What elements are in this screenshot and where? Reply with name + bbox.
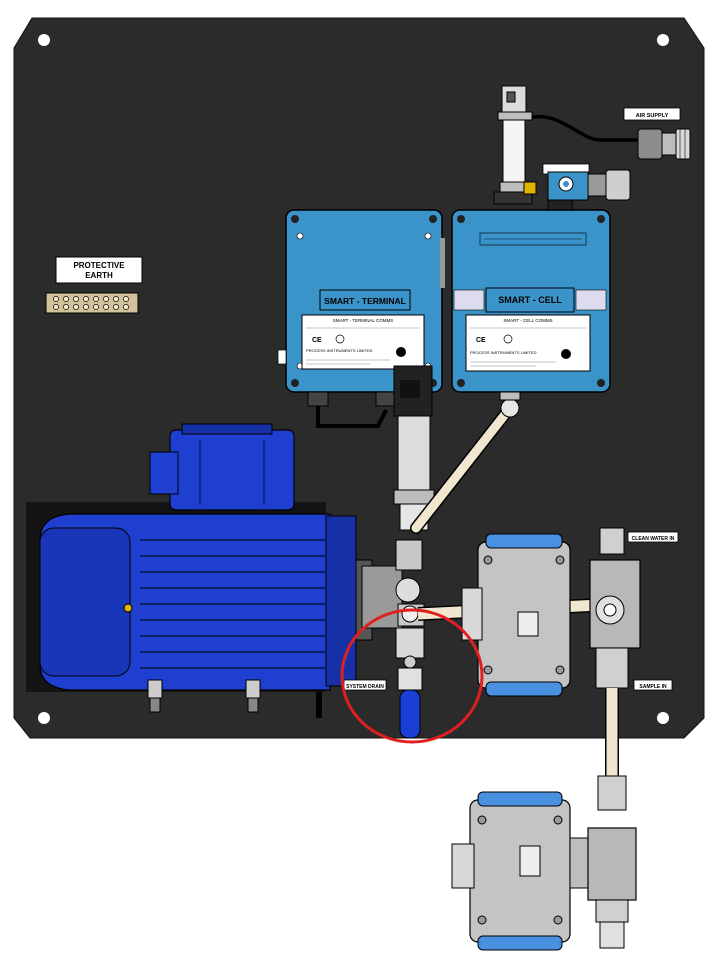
system-drain-text: SYSTEM DRAIN bbox=[346, 684, 384, 690]
air-supply-connector bbox=[637, 128, 691, 160]
smart-terminal-title: SMART - TERMINAL bbox=[324, 296, 406, 306]
sample-in-text: SAMPLE IN bbox=[639, 684, 667, 690]
mounting-hole-top-right bbox=[657, 34, 669, 46]
pressure-transmitter bbox=[393, 365, 435, 531]
sample-in-label: SAMPLE IN bbox=[633, 679, 673, 691]
mounting-hole-bottom-right bbox=[657, 712, 669, 724]
motor-base-bracket bbox=[316, 692, 322, 718]
lower-valve-body bbox=[587, 827, 637, 949]
pneumatic-actuator-upper bbox=[461, 533, 571, 697]
sample-pipe-vertical bbox=[597, 688, 627, 811]
mounting-hole-bottom-left bbox=[38, 712, 50, 724]
air-supply-text: AIR SUPPLY bbox=[636, 113, 669, 119]
smart-terminal-maker: PROCESS INSTRUMENTS LIMITED bbox=[306, 348, 373, 353]
smart-cell-maker: PROCESS INSTRUMENTS LIMITED bbox=[470, 350, 537, 355]
smart-cell-title: SMART - CELL bbox=[498, 295, 562, 305]
enclosure-hinge bbox=[440, 238, 445, 288]
clean-water-in-text: CLEAN WATER IN bbox=[632, 536, 675, 542]
air-supply-cable bbox=[527, 114, 640, 142]
flow-cell-block bbox=[589, 527, 641, 689]
electric-motor bbox=[39, 423, 373, 713]
protective-earth-line1: PROTECTIVE bbox=[73, 261, 125, 270]
air-supply-label: AIR SUPPLY bbox=[623, 107, 681, 121]
system-drain-label: SYSTEM DRAIN bbox=[343, 679, 387, 691]
protective-earth-line2: EARTH bbox=[85, 271, 113, 280]
smart-terminal-subtitle: SMART - TERMINAL COMMS bbox=[333, 318, 394, 323]
smart-cell-enclosure: SMART - CELL SMART - CELL COMMS CE PROCE… bbox=[451, 209, 611, 393]
clean-water-in-label: CLEAN WATER IN bbox=[627, 531, 679, 543]
pneumatic-actuator-lower bbox=[451, 791, 591, 951]
cell-return-tube bbox=[410, 391, 521, 534]
drain-highlight-circle bbox=[340, 608, 484, 744]
earth-terminal-strip bbox=[45, 292, 139, 314]
protective-earth-label: PROTECTIVE EARTH bbox=[55, 256, 143, 284]
svg-text:CE: CE bbox=[312, 337, 322, 344]
pressure-sensor bbox=[493, 85, 533, 205]
drain-ball-valve bbox=[395, 627, 425, 739]
smart-terminal-enclosure: SMART - TERMINAL SMART - TERMINAL COMMS … bbox=[277, 209, 443, 393]
mounting-hole-top-left bbox=[38, 34, 50, 46]
smart-cell-subtitle: SMART - CELL COMMS bbox=[503, 318, 552, 323]
svg-text:CE: CE bbox=[476, 337, 486, 344]
terminal-cable-glands bbox=[307, 391, 397, 428]
